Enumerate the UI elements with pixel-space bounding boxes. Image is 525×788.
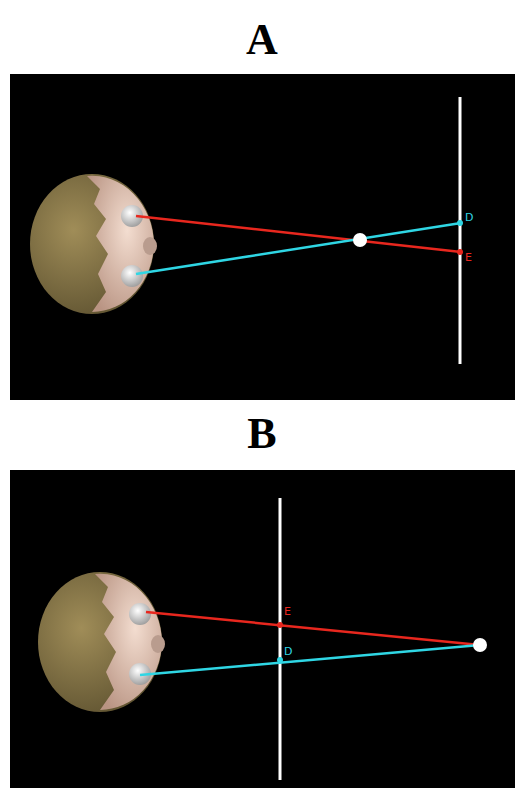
point-label: D (465, 212, 473, 223)
panel-b (10, 470, 515, 788)
point-label: E (284, 606, 291, 617)
panel-letter: B (247, 412, 276, 456)
panel-letter: A (246, 18, 278, 62)
panel-a (10, 74, 515, 400)
point-label: D (284, 646, 292, 657)
point-label: E (465, 252, 472, 263)
